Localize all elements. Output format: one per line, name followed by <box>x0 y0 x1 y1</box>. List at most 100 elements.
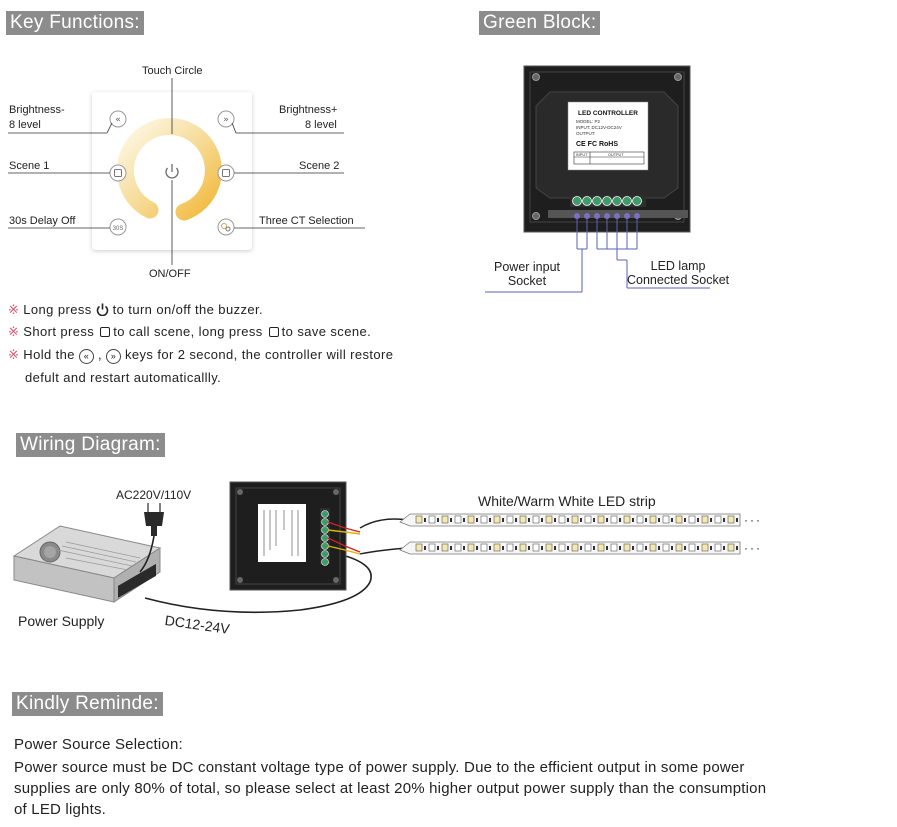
led-chip <box>441 543 449 552</box>
wiring-diagram: ··· ··· <box>12 481 760 614</box>
green-block-diagram: LED CONTROLLER MODEL: P2 INPUT: DC12V-DC… <box>485 65 710 293</box>
led-resistor <box>697 518 699 522</box>
power-icon[interactable] <box>165 164 179 179</box>
scene1-button[interactable] <box>109 164 127 182</box>
ac-plug-icon <box>144 503 164 536</box>
led-chip <box>571 515 579 524</box>
note-scene: ※Short press to call scene, long press t… <box>8 324 371 340</box>
led-resistor <box>710 518 712 522</box>
remind-line2: supplies are only 80% of total, so pleas… <box>14 780 767 797</box>
led-resistor <box>684 546 686 550</box>
led-resistor <box>736 546 738 550</box>
brightness-plus-label: Brightness+ <box>279 104 338 116</box>
led-chip <box>519 515 527 524</box>
led-chip <box>688 515 696 524</box>
led-chip <box>480 515 488 524</box>
led-chip <box>610 543 618 552</box>
power-input-label-line1: Power input <box>494 260 561 274</box>
power-input-label-line2: Socket <box>507 274 547 288</box>
led-strip-label: White/Warm White LED strip <box>478 493 656 509</box>
led-resistor <box>619 546 621 550</box>
svg-text:MODEL: P2: MODEL: P2 <box>576 119 601 124</box>
led-resistor <box>658 546 660 550</box>
power-supply-icon <box>12 525 162 603</box>
led-resistor <box>476 546 478 550</box>
brightness-minus-key-icon: « <box>78 349 94 364</box>
led-resistor <box>463 518 465 522</box>
led-chip <box>519 543 527 552</box>
led-chip <box>623 515 631 524</box>
controller-icon <box>229 481 347 591</box>
led-resistor <box>567 546 569 550</box>
note-text: Short press <box>23 324 95 339</box>
led-chip <box>558 515 566 524</box>
note-star-icon: ※ <box>8 347 20 362</box>
ct-selection-button[interactable] <box>217 218 235 236</box>
led-chip <box>636 543 644 552</box>
control-panel-diagram: « 30S » <box>8 78 365 265</box>
kindly-remind-header: Kindly Reminde: <box>12 692 163 716</box>
key-functions-header: Key Functions: <box>6 11 144 35</box>
led-chip <box>532 543 540 552</box>
led-chip <box>545 543 553 552</box>
scene2-button[interactable] <box>217 164 235 182</box>
led-resistor <box>450 546 452 550</box>
led-resistor <box>736 518 738 522</box>
note-text: Hold the <box>23 347 75 362</box>
led-chip <box>545 515 553 524</box>
led-chip <box>454 515 462 524</box>
led-chip <box>428 543 436 552</box>
led-resistor <box>632 518 634 522</box>
led-resistor <box>593 518 595 522</box>
led-chip <box>441 515 449 524</box>
led-chip <box>415 515 423 524</box>
led-resistor <box>723 518 725 522</box>
led-chip <box>597 515 605 524</box>
led-chip <box>454 543 462 552</box>
led-resistor <box>437 546 439 550</box>
svg-text:«: « <box>115 115 121 125</box>
delay-off-button[interactable]: 30S <box>109 218 127 236</box>
led-resistor <box>489 546 491 550</box>
svg-text:CE FC RoHS: CE FC RoHS <box>576 141 618 148</box>
ac-voltage-label: AC220V/110V <box>116 488 192 502</box>
note-text: to save scene. <box>281 324 372 339</box>
led-chip <box>493 515 501 524</box>
led-chip <box>662 515 670 524</box>
svg-text:LED CONTROLLER: LED CONTROLLER <box>578 110 638 117</box>
note-star-icon: ※ <box>8 302 20 317</box>
led-resistor <box>632 546 634 550</box>
led-chip <box>532 515 540 524</box>
led-resistor <box>580 546 582 550</box>
scene2-label: Scene 2 <box>299 160 340 172</box>
socket-leaders <box>485 219 710 293</box>
led-chip <box>480 543 488 552</box>
brightness-plus-level-label: 8 level <box>305 119 337 131</box>
brightness-minus-level-label: 8 level <box>9 119 41 131</box>
led-chip <box>506 543 514 552</box>
onoff-label: ON/OFF <box>149 268 191 280</box>
brightness-plus-button[interactable]: » <box>217 110 235 128</box>
svg-text:INPUT: INPUT <box>576 153 588 157</box>
led-resistor <box>645 546 647 550</box>
led-resistor <box>541 546 543 550</box>
led-resistor <box>619 518 621 522</box>
led-resistor <box>658 518 660 522</box>
led-resistor <box>463 546 465 550</box>
terminal-pins <box>574 213 640 219</box>
led-resistor <box>502 546 504 550</box>
led-chip <box>701 543 709 552</box>
led-resistor <box>710 546 712 550</box>
led-chip <box>428 515 436 524</box>
led-resistor <box>671 546 673 550</box>
led-chip <box>623 543 631 552</box>
brightness-minus-button[interactable]: « <box>109 110 127 128</box>
remind-line3: of LED lights. <box>14 801 107 818</box>
remind-line1: Power source must be DC constant voltage… <box>14 759 745 776</box>
led-chip <box>493 543 501 552</box>
scene1-label: Scene 1 <box>9 160 50 172</box>
led-lamp-label-line2: Connected Socket <box>627 273 730 287</box>
led-resistor <box>502 518 504 522</box>
scene-key-icon <box>268 327 279 337</box>
led-chip <box>688 543 696 552</box>
